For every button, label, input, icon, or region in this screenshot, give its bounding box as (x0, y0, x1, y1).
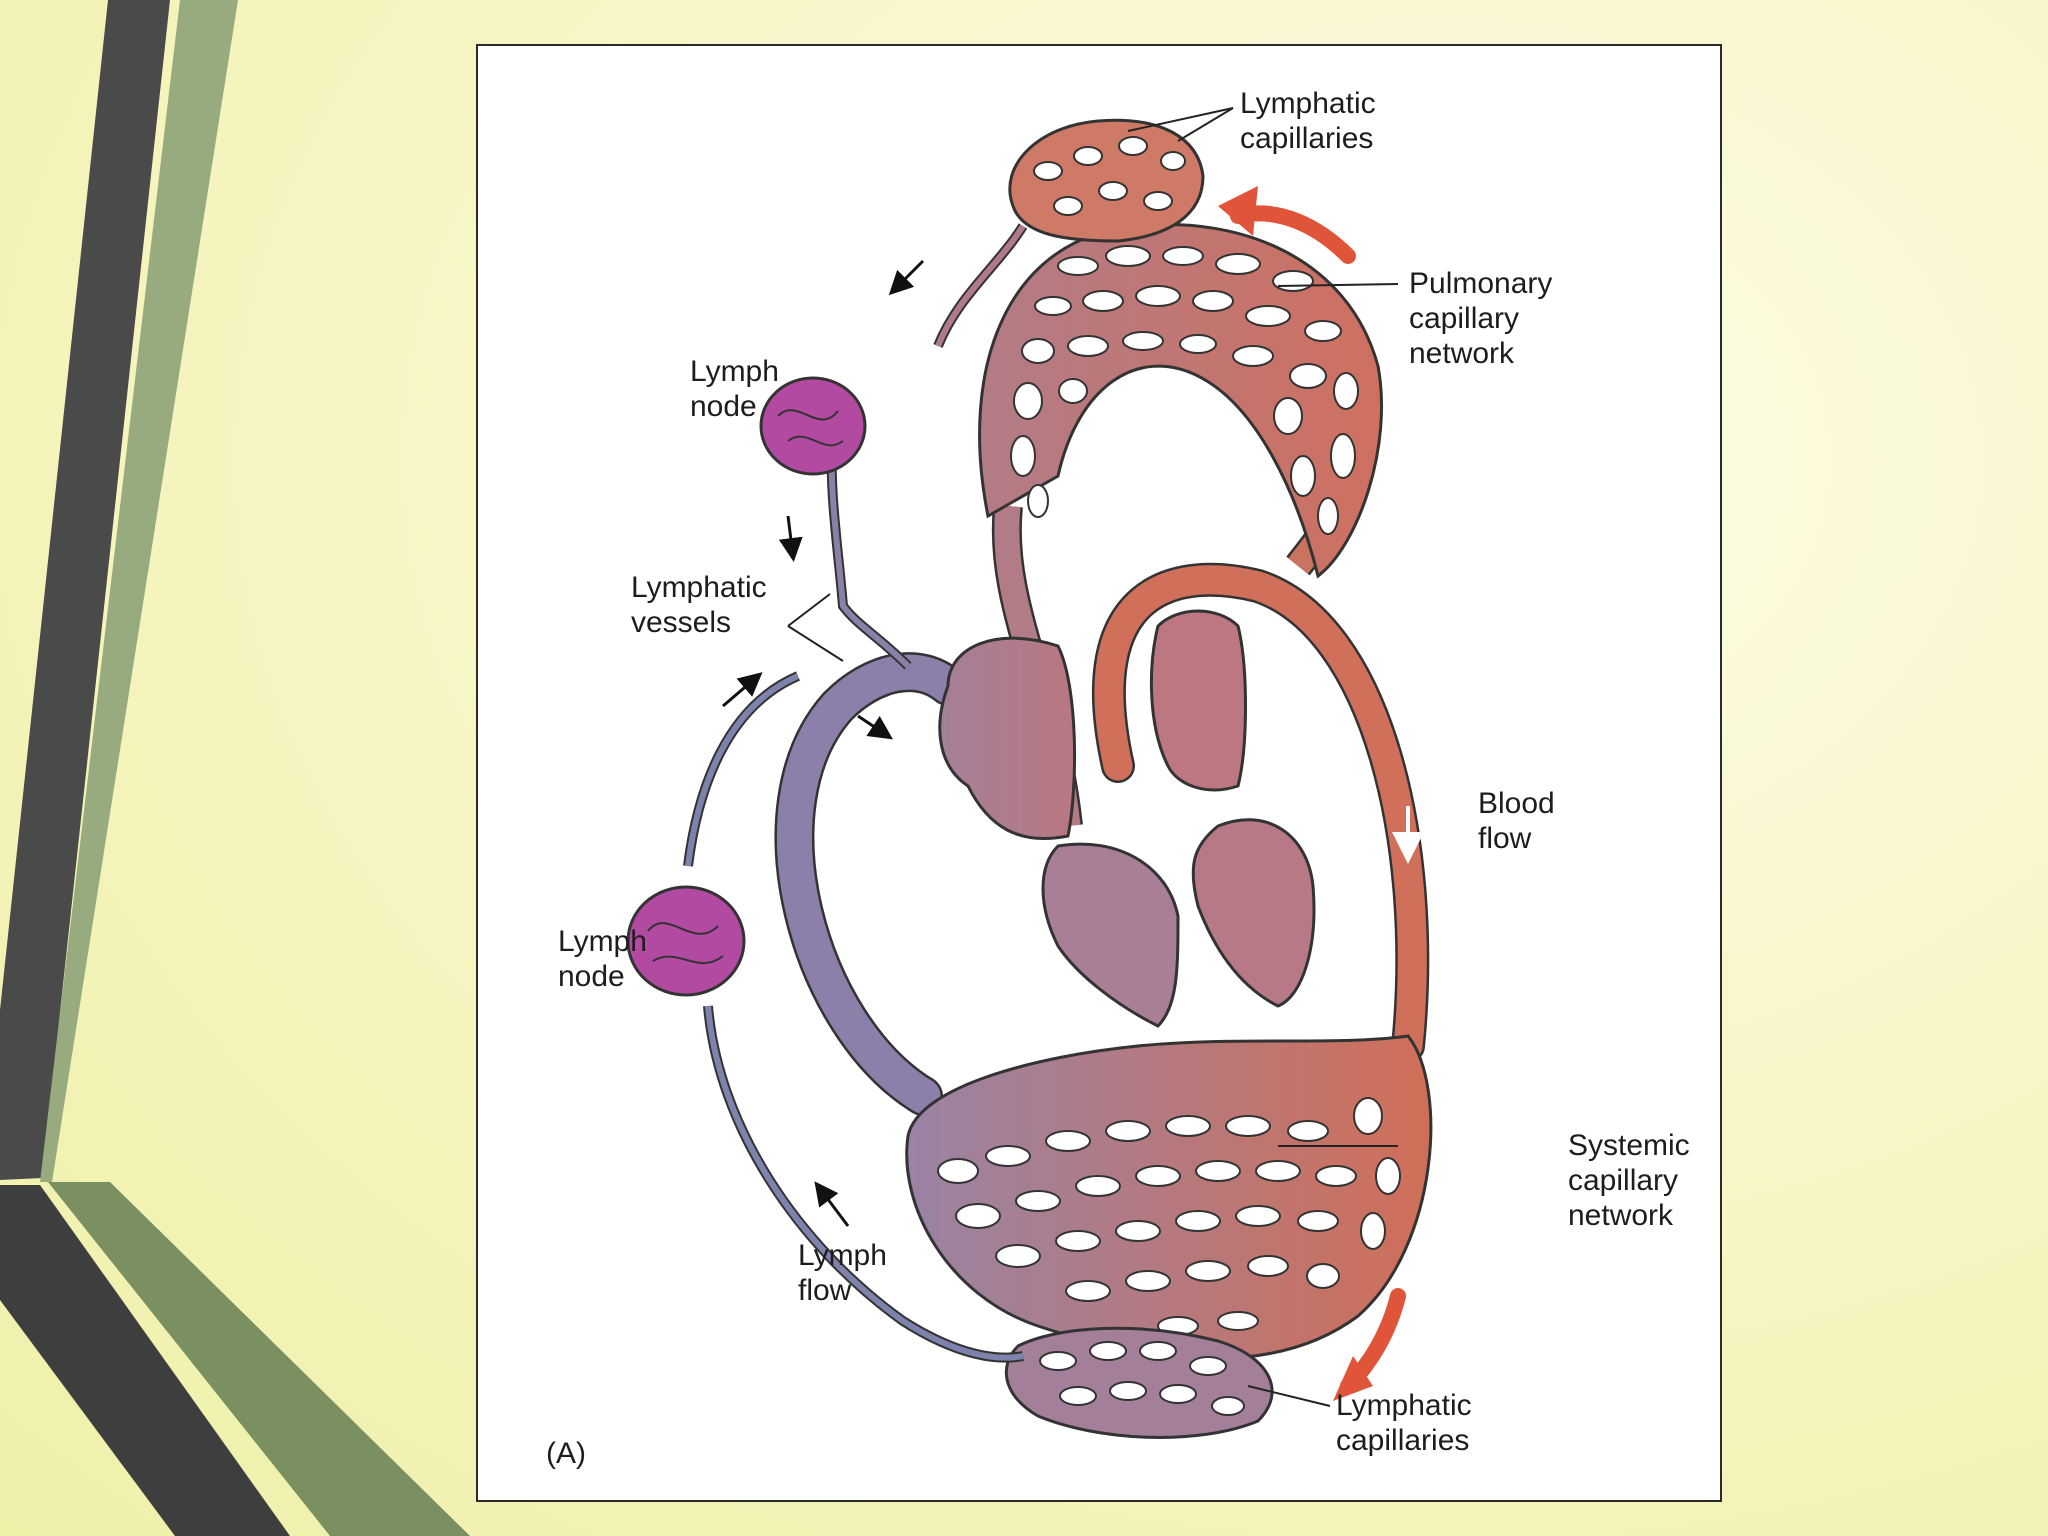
lymphatic-capillaries-top (1008, 118, 1205, 243)
lymphatic-vessel-lower-fill (705, 1005, 1024, 1361)
systemic-capillary-network (905, 1034, 1433, 1360)
label-lymph-node-upper: Lymph node (690, 355, 779, 423)
circulation-diagram (626, 107, 1433, 1439)
lymph-flow-arrows (722, 259, 925, 1227)
lymph-node-upper (759, 376, 867, 476)
pulmonary-capillary-holes (1010, 245, 1359, 535)
lymphatic-capillaries-bottom (1004, 1326, 1274, 1439)
label-lymphatic-vessels: Lymphatic vessels (631, 571, 767, 639)
systemic-vein-fill (777, 654, 966, 1114)
label-lymph-node-lower: Lymph node (558, 925, 647, 993)
lymphatic-vessel-upper-fill (935, 224, 1026, 348)
label-pulmonary-capillary-network: Pulmonary capillary network (1409, 267, 1553, 370)
lymphatic-capillaries-top-holes (1033, 136, 1186, 216)
decor-stripe-green-vertical (40, 0, 238, 1182)
label-leader-lines (787, 107, 1399, 1407)
aorta-fill (1094, 565, 1427, 1061)
lymphatic-capillaries-bottom-holes (1039, 1341, 1245, 1416)
decor-stripe-dark-vertical (0, 0, 170, 1180)
blood-flow-arrows (1218, 186, 1424, 1401)
heart-right-ventricle (1041, 842, 1180, 1028)
label-blood-flow: Blood flow (1478, 787, 1555, 855)
heart-left-atrium (1149, 609, 1247, 792)
label-lymph-flow: Lymph flow (798, 1239, 887, 1307)
decor-stripe-green-diagonal (48, 1182, 470, 1536)
systemic-capillary-holes (937, 1097, 1401, 1336)
panel-label: (A) (546, 1437, 586, 1470)
heart-right-atrium (938, 636, 1077, 841)
heart-left-ventricle (1191, 818, 1316, 1008)
label-lymphatic-capillaries-bottom: Lymphatic capillaries (1336, 1389, 1472, 1457)
label-systemic-capillary-network: Systemic capillary network (1568, 1129, 1690, 1232)
lymphatic-vessel-left-fill (685, 673, 800, 867)
label-lymphatic-capillaries-top: Lymphatic capillaries (1240, 87, 1376, 155)
lymphatic-vessel-middle-fill (828, 425, 911, 669)
lymph-node-lower (626, 885, 746, 997)
figure-frame: Lymphatic capillaries Pulmonary capillar… (476, 44, 1722, 1502)
decor-stripe-dark-diagonal (0, 1185, 290, 1536)
